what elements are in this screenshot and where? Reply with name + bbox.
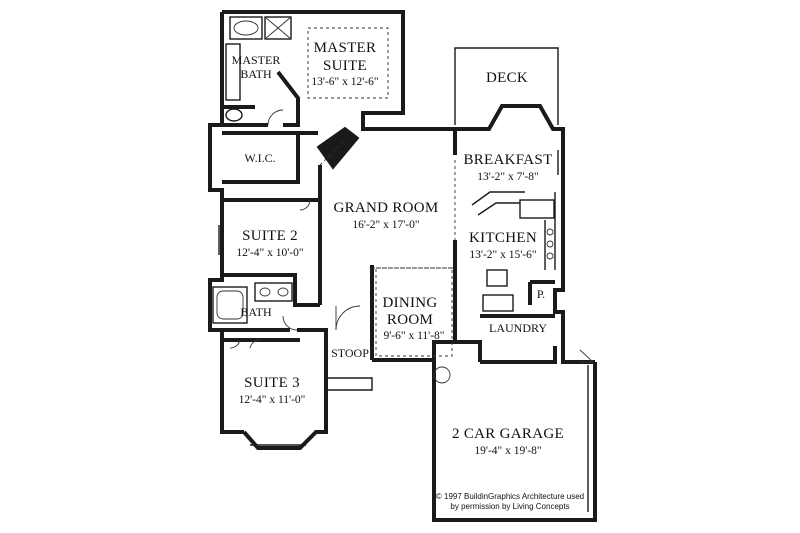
- grand-room-name: GRAND ROOM: [333, 200, 438, 216]
- breakfast-dims: 13'-2" x 7'-8": [477, 171, 538, 183]
- copyright-line-2: by permission by Living Concepts: [450, 502, 569, 511]
- garage-name: 2 CAR GARAGE: [452, 426, 564, 442]
- wic-name: W.I.C.: [244, 151, 275, 165]
- master-suite-name-1: MASTER: [314, 40, 377, 56]
- suite3-dims: 12'-4" x 11'-0": [239, 394, 306, 406]
- breakfast-name: BREAKFAST: [463, 152, 552, 168]
- fixtures: [212, 16, 595, 512]
- suite3-name: SUITE 3: [244, 375, 300, 391]
- deck-name: DECK: [486, 70, 528, 86]
- stoop-name: STOOP: [331, 346, 369, 360]
- master-bath-name-2: BATH: [240, 67, 272, 81]
- dining-name-1: DINING: [382, 295, 437, 311]
- grand-room-dims: 16'-2" x 17'-0": [352, 219, 419, 231]
- interior-walls: [222, 70, 555, 360]
- bath-name: BATH: [240, 305, 272, 319]
- room-labels: MASTER SUITE 13'-6" x 12'-6" MASTER BATH…: [232, 40, 584, 511]
- dining-name-2: ROOM: [387, 312, 433, 328]
- suite2-name: SUITE 2: [242, 228, 298, 244]
- deck: [454, 47, 559, 125]
- garage-dims: 19'-4" x 19'-8": [474, 445, 541, 457]
- pantry-name: P.: [537, 287, 545, 301]
- master-suite-name-2: SUITE: [323, 58, 367, 74]
- kitchen-name: KITCHEN: [469, 230, 537, 246]
- copyright-line-1: © 1997 BuildinGraphics Architecture used: [436, 492, 584, 501]
- laundry-name: LAUNDRY: [489, 321, 547, 335]
- exterior-walls: [208, 10, 597, 522]
- suite2-dims: 12'-4" x 10'-0": [236, 247, 303, 259]
- dining-dims: 9'-6" x 11'-8": [383, 330, 444, 342]
- master-bath-name-1: MASTER: [232, 53, 281, 67]
- kitchen-dims: 13'-2" x 15'-6": [469, 249, 536, 261]
- master-suite-dims: 13'-6" x 12'-6": [311, 76, 378, 88]
